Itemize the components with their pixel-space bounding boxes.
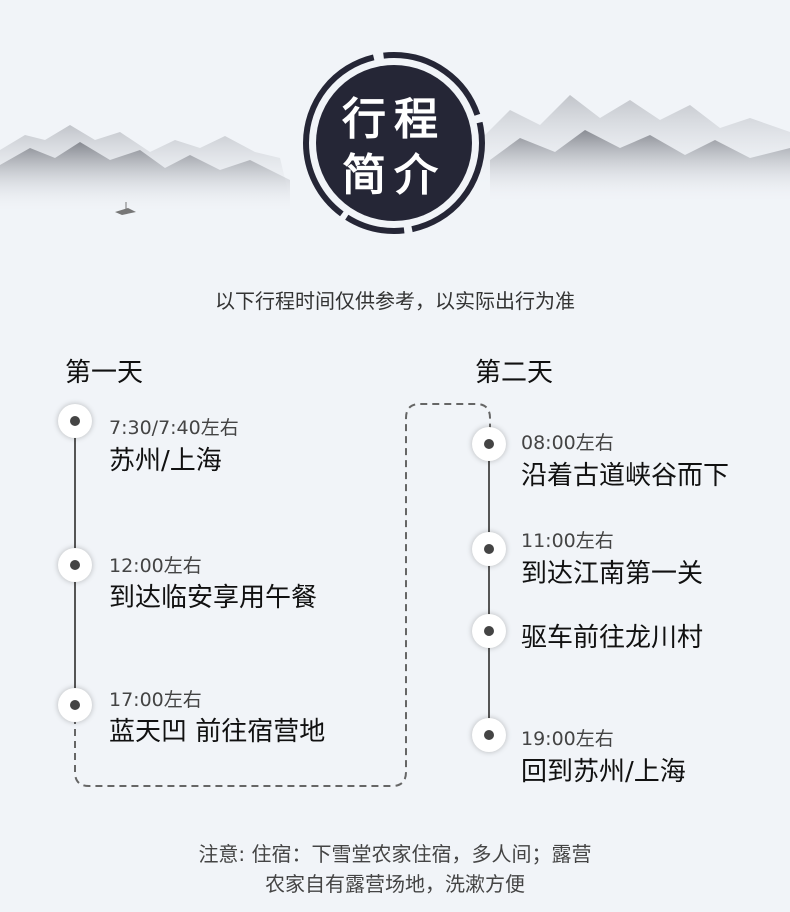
day2-stop2-dot	[472, 532, 506, 566]
day1-stop2-desc: 到达临安享用午餐	[109, 583, 318, 613]
day1-stop1-desc: 苏州/上海	[109, 446, 222, 476]
day2-stop1-time: 08:00左右	[521, 432, 614, 454]
day2-stop1-dot	[472, 427, 506, 461]
day1-stop2-dot	[58, 548, 92, 582]
day2-stop4-desc: 回到苏州/上海	[521, 757, 686, 787]
day1-stop1-dot	[58, 404, 92, 438]
ink-mountains-illustration	[0, 95, 790, 215]
day2-stop3-desc: 驱车前往龙川村	[521, 623, 704, 653]
seal-title-line2: 简介	[342, 150, 446, 201]
seal-title: 行程 简介	[329, 92, 459, 204]
accommodation-note-line1: 注意: 住宿：下雪堂农家住宿，多人间；露营	[198, 842, 592, 866]
day2-timeline-line	[488, 443, 490, 735]
day2-stop4-time: 19:00左右	[521, 728, 614, 750]
day2-stop4-dot	[472, 718, 506, 752]
day1-stop3-time: 17:00左右	[109, 689, 202, 711]
title-seal-circle	[303, 52, 485, 234]
day2-stop2-desc: 到达江南第一关	[521, 559, 704, 589]
day1-stop1-time: 7:30/7:40左右	[109, 417, 239, 439]
seal-title-line1: 行程	[342, 94, 446, 145]
day2-stop3-dot	[472, 614, 506, 648]
day2-title: 第二天	[475, 358, 554, 388]
day1-stop3-desc: 蓝天凹 前往宿营地	[109, 717, 326, 747]
day1-stop2-time: 12:00左右	[109, 555, 202, 577]
itinerary-disclaimer: 以下行程时间仅供参考，以实际出行为准	[215, 289, 575, 313]
day2-stop2-time: 11:00左右	[521, 530, 614, 552]
day2-stop1-desc: 沿着古道峡谷而下	[521, 461, 730, 491]
accommodation-note-line2: 农家自有露营场地，洗漱方便	[265, 872, 525, 896]
day1-title: 第一天	[65, 358, 144, 388]
day1-stop3-dot	[58, 688, 92, 722]
